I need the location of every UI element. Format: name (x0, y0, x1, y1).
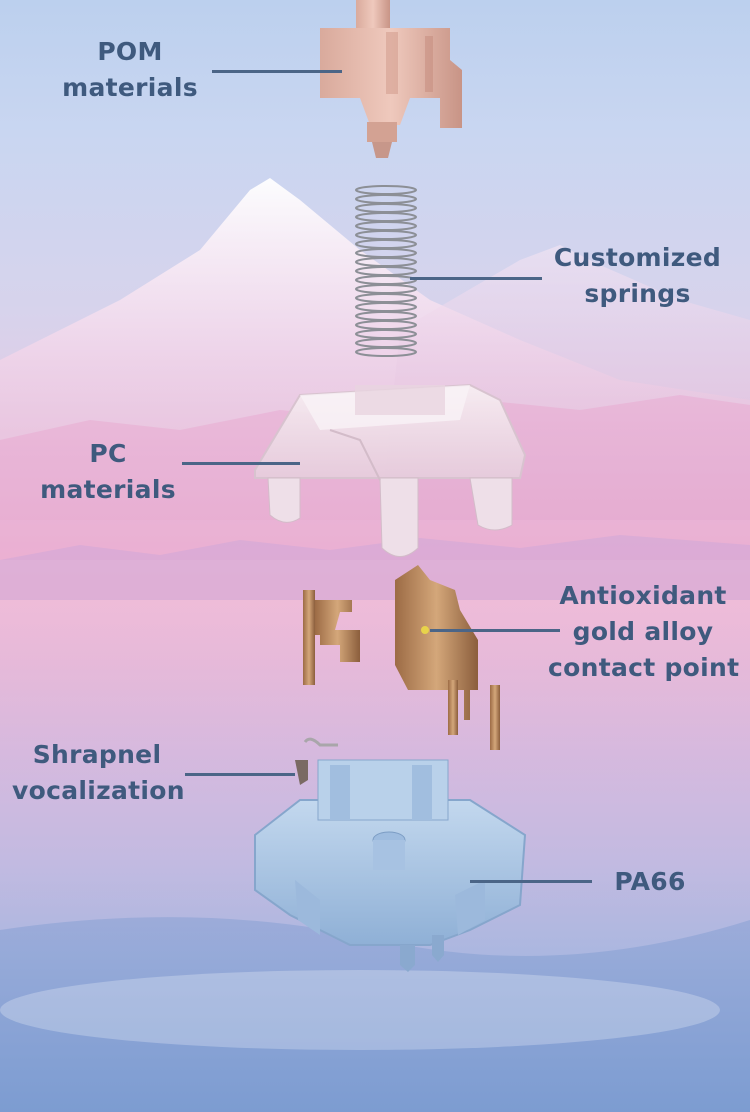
spring-coil (356, 222, 416, 230)
spring-coil (356, 213, 416, 221)
pc-leader-line (182, 462, 300, 465)
spring-coil (356, 186, 416, 194)
pa66-leader-line (470, 880, 592, 883)
shrapnel-label-line1: Shrapnel (12, 737, 182, 773)
pom-label: POM materials (60, 34, 200, 106)
pa66-label: PA66 (600, 864, 700, 900)
contact-label: Antioxidant gold alloy contact point (548, 578, 738, 686)
pom-label-line1: POM (60, 34, 200, 70)
springs-label: Customized springs (550, 240, 725, 312)
shrapnel-label: Shrapnel vocalization (12, 737, 182, 809)
shrapnel-label-line2: vocalization (12, 773, 182, 809)
pa66-label-line1: PA66 (600, 864, 700, 900)
spring-coil (356, 195, 416, 203)
pc-label-line1: PC (38, 436, 178, 472)
pc-label: PC materials (38, 436, 178, 508)
stem-part (320, 0, 462, 158)
contact-leader-line (430, 629, 560, 632)
springs-label-line2: springs (550, 276, 725, 312)
pom-label-line2: materials (60, 70, 200, 106)
spring-coil (356, 204, 416, 212)
spring-coil (356, 231, 416, 239)
springs-label-line1: Customized (550, 240, 725, 276)
pom-leader-line (212, 70, 342, 73)
pc-label-line2: materials (38, 472, 178, 508)
spring-coil (356, 240, 416, 248)
contact-label-line2: gold alloy (548, 614, 738, 650)
contact-label-line1: Antioxidant (548, 578, 738, 614)
shrapnel-leader-line (185, 773, 295, 776)
springs-leader-line (410, 277, 542, 280)
contact-label-line3: contact point (548, 650, 738, 686)
spring-coil (356, 249, 416, 257)
